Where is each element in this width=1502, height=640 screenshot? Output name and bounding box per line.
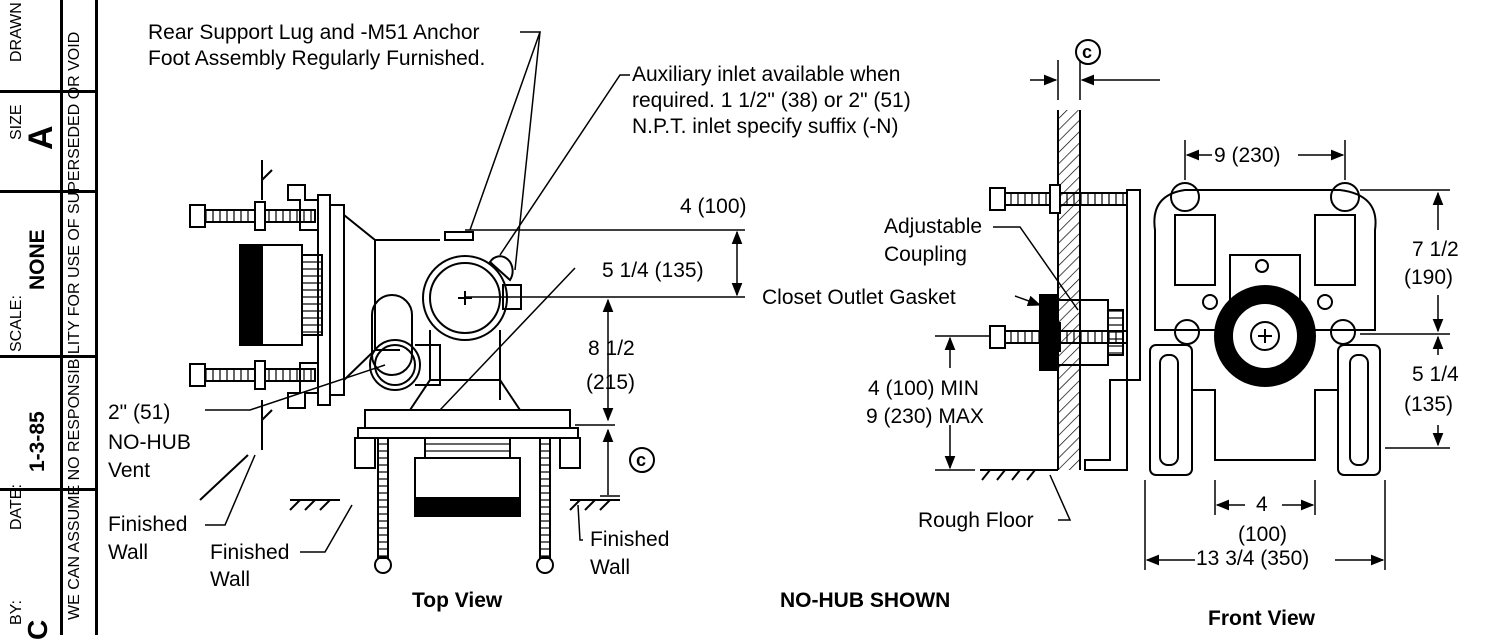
dim-4-100: 4 (100) <box>680 195 747 218</box>
rear-support-callout: Rear Support Lug and -M51 Anchor <box>148 21 480 44</box>
centerline-symbols <box>629 39 1101 473</box>
aux-inlet-callout-2: required. 1 1/2" (38) or 2" (51) <box>632 89 911 112</box>
title-block-divider <box>60 0 63 635</box>
centerline-mark-top: c <box>636 450 647 470</box>
rear-support-callout-2: Foot Assembly Regularly Furnished. <box>148 47 486 70</box>
finished-wall-left: Finished <box>108 513 188 536</box>
no-hub-note: NO-HUB SHOWN <box>780 589 951 612</box>
finished-wall-left-2: Wall <box>108 541 149 564</box>
front-view-dimensions <box>935 60 1450 570</box>
dim-215: (215) <box>586 371 636 394</box>
aux-inlet-callout-3: N.P.T. inlet specify suffix (-N) <box>632 115 899 138</box>
finished-wall-right-2: Wall <box>590 556 631 579</box>
dim-100: (100) <box>1238 523 1288 546</box>
adjustable-coupling-callout-2: Coupling <box>884 243 967 266</box>
front-view-title: Front View <box>1208 607 1315 630</box>
title-block: DRAWN SIZE A SCALE: NONE DATE: 1-3-85 BY… <box>0 0 98 640</box>
dim-13-3-4-350: 13 3/4 (350) <box>1196 547 1310 570</box>
title-block-rule <box>0 355 95 358</box>
dim-190: (190) <box>1404 266 1454 289</box>
finished-wall-center: Finished <box>210 541 290 564</box>
gasket-callout: Closet Outlet Gasket <box>762 286 956 309</box>
aux-inlet-callout: Auxiliary inlet available when <box>632 63 901 86</box>
dim-5-1-4: 5 1/4 <box>1412 363 1459 386</box>
vent-callout-3: Vent <box>108 459 151 482</box>
vent-callout-2: NO-HUB <box>108 431 191 454</box>
title-block-rule <box>0 190 95 193</box>
dim-min: 4 (100) MIN <box>868 377 979 400</box>
vent-callout: 2" (51) <box>108 401 171 424</box>
centerline-mark-front: c <box>1082 42 1093 62</box>
top-view-drawing <box>189 160 620 574</box>
dim-5-1-4-135: 5 1/4 (135) <box>602 259 704 282</box>
dim-4: 4 <box>1256 493 1268 516</box>
finished-wall-right: Finished <box>590 528 670 551</box>
dim-8-1-2: 8 1/2 <box>588 337 635 360</box>
top-view-dimensions <box>205 31 745 553</box>
top-view-title: Top View <box>412 589 503 612</box>
title-block-rule <box>0 488 95 491</box>
dim-7-1-2: 7 1/2 <box>1412 238 1459 261</box>
finished-wall-center-2: Wall <box>210 568 251 591</box>
front-view-drawing <box>980 110 1381 481</box>
rough-floor-callout: Rough Floor <box>918 509 1034 532</box>
dim-9-230: 9 (230) <box>1214 144 1281 167</box>
adjustable-coupling-callout: Adjustable <box>884 215 983 238</box>
title-block-rule <box>0 90 95 93</box>
dim-max: 9 (230) MAX <box>866 405 984 428</box>
dim-135: (135) <box>1404 393 1454 416</box>
